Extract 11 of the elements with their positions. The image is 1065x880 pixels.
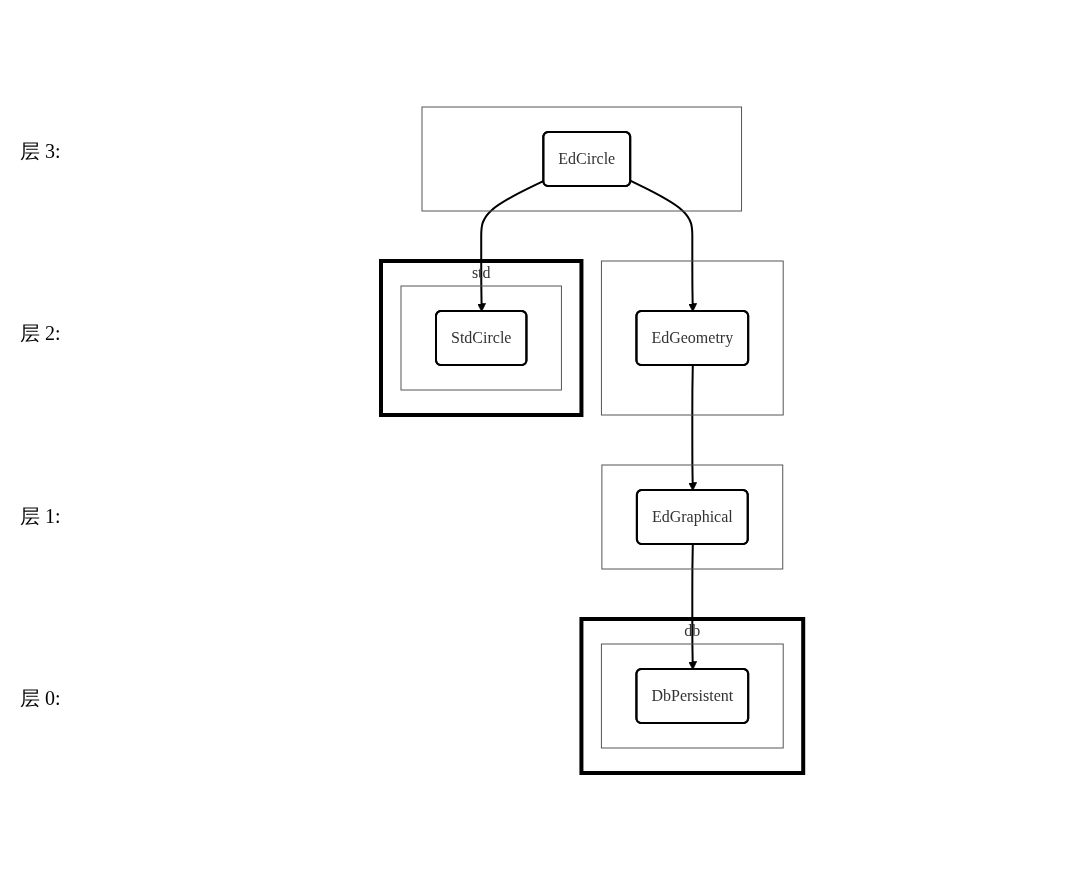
- layer-label: 层 3:: [20, 138, 62, 164]
- cluster: [421, 106, 743, 212]
- cluster: [601, 464, 784, 570]
- cluster: [601, 260, 785, 416]
- cluster: [400, 285, 563, 391]
- arrow: [688, 364, 698, 491]
- cluster: [601, 643, 785, 749]
- layer-label: 层 1:: [20, 503, 62, 529]
- layer-label: 层 0:: [20, 686, 62, 712]
- layer-label: 层 2:: [20, 321, 62, 347]
- arrow: [630, 179, 698, 312]
